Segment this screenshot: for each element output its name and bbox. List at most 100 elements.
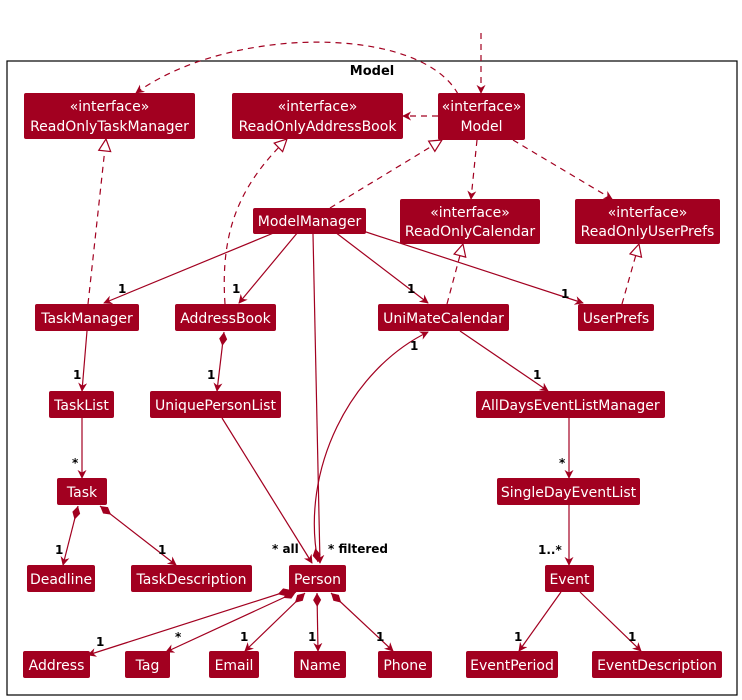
class-name: Email xyxy=(215,658,254,674)
class-name: ReadOnlyTaskManager xyxy=(30,119,189,135)
mult-task-deadline: 1 xyxy=(55,543,63,557)
edge-calendar-adelm xyxy=(459,330,549,392)
edge-addressbook-uniquepersonlist xyxy=(213,331,228,392)
class-name: ReadOnlyCalendar xyxy=(405,224,535,240)
class-name: EventPeriod xyxy=(470,658,554,674)
class-readonlycalendar[interactable]: «interface» ReadOnlyCalendar xyxy=(400,199,540,244)
class-modelmanager[interactable]: ModelManager xyxy=(253,208,366,234)
class-person[interactable]: Person xyxy=(289,565,346,592)
mult-event-description: 1 xyxy=(628,630,636,644)
class-tag[interactable]: Tag xyxy=(125,651,170,678)
mult-ab-upl: 1 xyxy=(207,368,215,382)
class-uniquepersonlist[interactable]: UniquePersonList xyxy=(150,391,281,418)
class-name: Person xyxy=(294,572,341,588)
class-event[interactable]: Event xyxy=(545,565,594,592)
edge-modelmanager-calendar xyxy=(334,231,429,304)
edge-taskmanager-readonlytaskmanager xyxy=(87,139,106,305)
class-address[interactable]: Address xyxy=(23,651,90,678)
class-addressbook[interactable]: AddressBook xyxy=(175,304,276,331)
edge-modelmanager-addressbook xyxy=(238,231,299,304)
class-name-box[interactable]: Name xyxy=(294,651,346,678)
class-readonlyaddressbook[interactable]: «interface» ReadOnlyAddressBook xyxy=(232,93,403,139)
mult-person-email: 1 xyxy=(240,630,248,644)
edge-userprefs-readonlyuserprefs xyxy=(621,244,639,305)
edge-task-taskdescription xyxy=(99,505,177,566)
class-name: Phone xyxy=(383,658,426,674)
stereotype-label: «interface» xyxy=(278,99,358,115)
edge-person-tag xyxy=(165,591,297,653)
edge-modelmanager-userprefs xyxy=(359,229,584,305)
class-taskmanager[interactable]: TaskManager xyxy=(35,304,139,331)
edge-model-readonlyuserprefs xyxy=(512,139,613,200)
edge-task-deadline xyxy=(60,505,81,566)
mult-mm-userprefs: 1 xyxy=(561,287,569,301)
class-name: Model xyxy=(460,119,502,135)
mult-person-address: 1 xyxy=(96,635,104,649)
edge-addressbook-readonlyaddressbook xyxy=(223,139,287,305)
class-eventperiod[interactable]: EventPeriod xyxy=(466,651,558,678)
class-name: EventDescription xyxy=(597,658,717,674)
edge-person-email xyxy=(244,592,306,652)
class-name: TaskList xyxy=(53,398,109,414)
class-singledayeventlist[interactable]: SingleDayEventList xyxy=(497,478,640,505)
package-title: Model xyxy=(350,64,394,79)
mult-event-period: 1 xyxy=(514,630,522,644)
class-alldayseventlistmanager[interactable]: AllDaysEventListManager xyxy=(476,391,665,418)
edge-model-readonlytaskmanager xyxy=(135,41,459,95)
class-name: UserPrefs xyxy=(583,311,649,327)
model-package-frame xyxy=(6,60,738,696)
mult-mm-addressbook: 1 xyxy=(232,282,240,296)
class-readonlyuserprefs[interactable]: «interface» ReadOnlyUserPrefs xyxy=(575,199,720,244)
mult-person-name: 1 xyxy=(308,630,316,644)
edge-event-eventdescription xyxy=(579,591,642,652)
mult-cal-adelm: 1 xyxy=(533,368,541,382)
mult-person-tag: * xyxy=(175,630,182,644)
class-name: SingleDayEventList xyxy=(501,485,637,501)
edge-uniquepersonlist-person xyxy=(221,417,313,564)
class-name: AllDaysEventListManager xyxy=(481,398,659,414)
class-name: TaskDescription xyxy=(136,572,247,588)
class-deadline[interactable]: Deadline xyxy=(27,565,95,592)
class-email[interactable]: Email xyxy=(209,651,259,678)
class-name: AddressBook xyxy=(180,311,271,327)
class-taskdescription[interactable]: TaskDescription xyxy=(131,565,252,592)
edge-person-address xyxy=(87,588,292,657)
class-name: Tag xyxy=(135,658,160,674)
stereotype-label: «interface» xyxy=(70,99,150,115)
class-unimatecalendar[interactable]: UniMateCalendar xyxy=(378,304,509,331)
class-name: Task xyxy=(66,485,98,501)
edge-taskmanager-tasklist xyxy=(78,330,88,392)
class-tasklist[interactable]: TaskList xyxy=(49,391,114,418)
stereotype-label: «interface» xyxy=(430,205,510,221)
mult-adelm-sdel: * xyxy=(559,456,566,470)
edge-person-name xyxy=(313,592,323,652)
stereotype-label: «interface» xyxy=(442,99,522,115)
mult-upl-person-all: * all xyxy=(272,542,299,556)
class-userprefs[interactable]: UserPrefs xyxy=(578,304,654,331)
class-name: Event xyxy=(549,572,590,588)
class-name: TaskManager xyxy=(40,311,133,327)
mult-tl-task: * xyxy=(72,456,79,470)
mult-person-calendar: 1 xyxy=(410,339,418,353)
mult-sdel-event: 1..* xyxy=(538,543,562,557)
class-phone[interactable]: Phone xyxy=(378,651,432,678)
class-name: UniMateCalendar xyxy=(383,311,504,327)
class-eventdescription[interactable]: EventDescription xyxy=(592,651,722,678)
class-task[interactable]: Task xyxy=(57,478,107,505)
mult-mm-taskmanager: 1 xyxy=(118,282,126,296)
class-readonlytaskmanager[interactable]: «interface» ReadOnlyTaskManager xyxy=(24,93,195,139)
class-model[interactable]: «interface» Model xyxy=(438,93,525,140)
stereotype-label: «interface» xyxy=(608,205,688,221)
class-name: ReadOnlyUserPrefs xyxy=(581,224,715,240)
class-name: ReadOnlyAddressBook xyxy=(239,119,398,135)
edge-calendar-readonlycalendar xyxy=(446,244,463,305)
mult-tm-tasklist: 1 xyxy=(73,368,81,382)
mult-mm-person-filtered: * filtered xyxy=(328,542,388,556)
edge-person-calendar xyxy=(312,331,429,563)
edge-modelmanager-taskmanager xyxy=(103,231,277,305)
class-name: ModelManager xyxy=(258,214,362,230)
edge-event-eventperiod xyxy=(518,591,562,652)
mult-person-phone: 1 xyxy=(376,630,384,644)
class-name: Address xyxy=(29,658,85,674)
